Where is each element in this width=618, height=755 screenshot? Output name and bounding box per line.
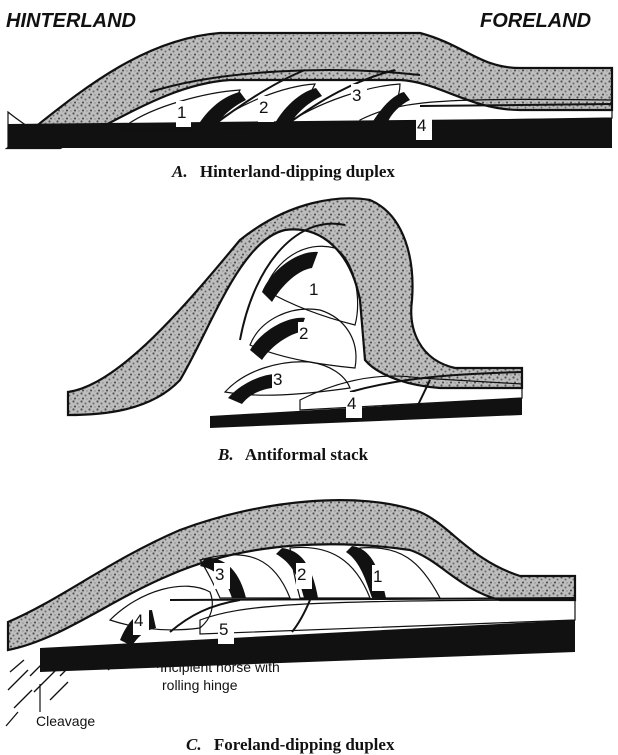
panel-a-caption-text: Hinterland-dipping duplex xyxy=(200,162,396,181)
panel-b-caption: B. Antiformal stack xyxy=(217,445,369,464)
panel-a: 1 2 3 4 A. Hinterland-dipping duplex xyxy=(8,33,612,181)
panel-b-horse-label-4: 4 xyxy=(347,394,356,413)
panel-c-horse-label-1: 1 xyxy=(373,567,382,586)
panel-b-caption-text: Antiformal stack xyxy=(245,445,369,464)
panel-c: 3 2 1 4 5 Incipient horse with rolling h… xyxy=(6,500,575,754)
panel-c-caption-text: Foreland-dipping duplex xyxy=(214,735,395,754)
panel-c-letter: C. xyxy=(186,735,202,754)
hinterland-label: HINTERLAND xyxy=(6,10,136,32)
panel-a-horse-label-2: 2 xyxy=(259,98,268,117)
panel-a-caption: A. Hinterland-dipping duplex xyxy=(171,162,395,181)
panel-c-dark-beds xyxy=(40,620,575,672)
foreland-label: FORELAND xyxy=(480,10,591,32)
panel-c-horse-label-2: 2 xyxy=(297,565,306,584)
panel-c-horse-label-3: 3 xyxy=(215,565,224,584)
rolling-hinge-label: rolling hinge xyxy=(162,677,238,693)
panel-c-caption: C. Foreland-dipping duplex xyxy=(186,735,395,754)
panel-a-horse-label-4: 4 xyxy=(417,116,426,135)
panel-a-horse-label-1: 1 xyxy=(177,103,186,122)
panel-a-letter: A. xyxy=(171,162,188,181)
panel-b: 1 2 3 4 B. Antiformal stack xyxy=(68,198,522,464)
panel-b-dark-beds xyxy=(210,398,522,428)
panel-b-ramp-3 xyxy=(228,374,276,404)
cleavage-label: Cleavage xyxy=(36,713,95,729)
panel-b-horse-label-2: 2 xyxy=(299,324,308,343)
panel-b-ramp-2 xyxy=(250,318,305,360)
panel-b-horse-label-1: 1 xyxy=(309,280,318,299)
panel-b-letter: B. xyxy=(217,445,234,464)
panel-a-horse-label-3: 3 xyxy=(352,86,361,105)
panel-b-horse-label-3: 3 xyxy=(273,370,282,389)
panel-c-horse-label-5: 5 xyxy=(219,620,228,639)
panel-b-roof xyxy=(68,198,522,415)
panel-c-horse-label-4: 4 xyxy=(134,611,143,630)
incipient-horse-label: Incipient horse with xyxy=(160,659,280,675)
panel-a-ramp-3 xyxy=(372,92,410,123)
